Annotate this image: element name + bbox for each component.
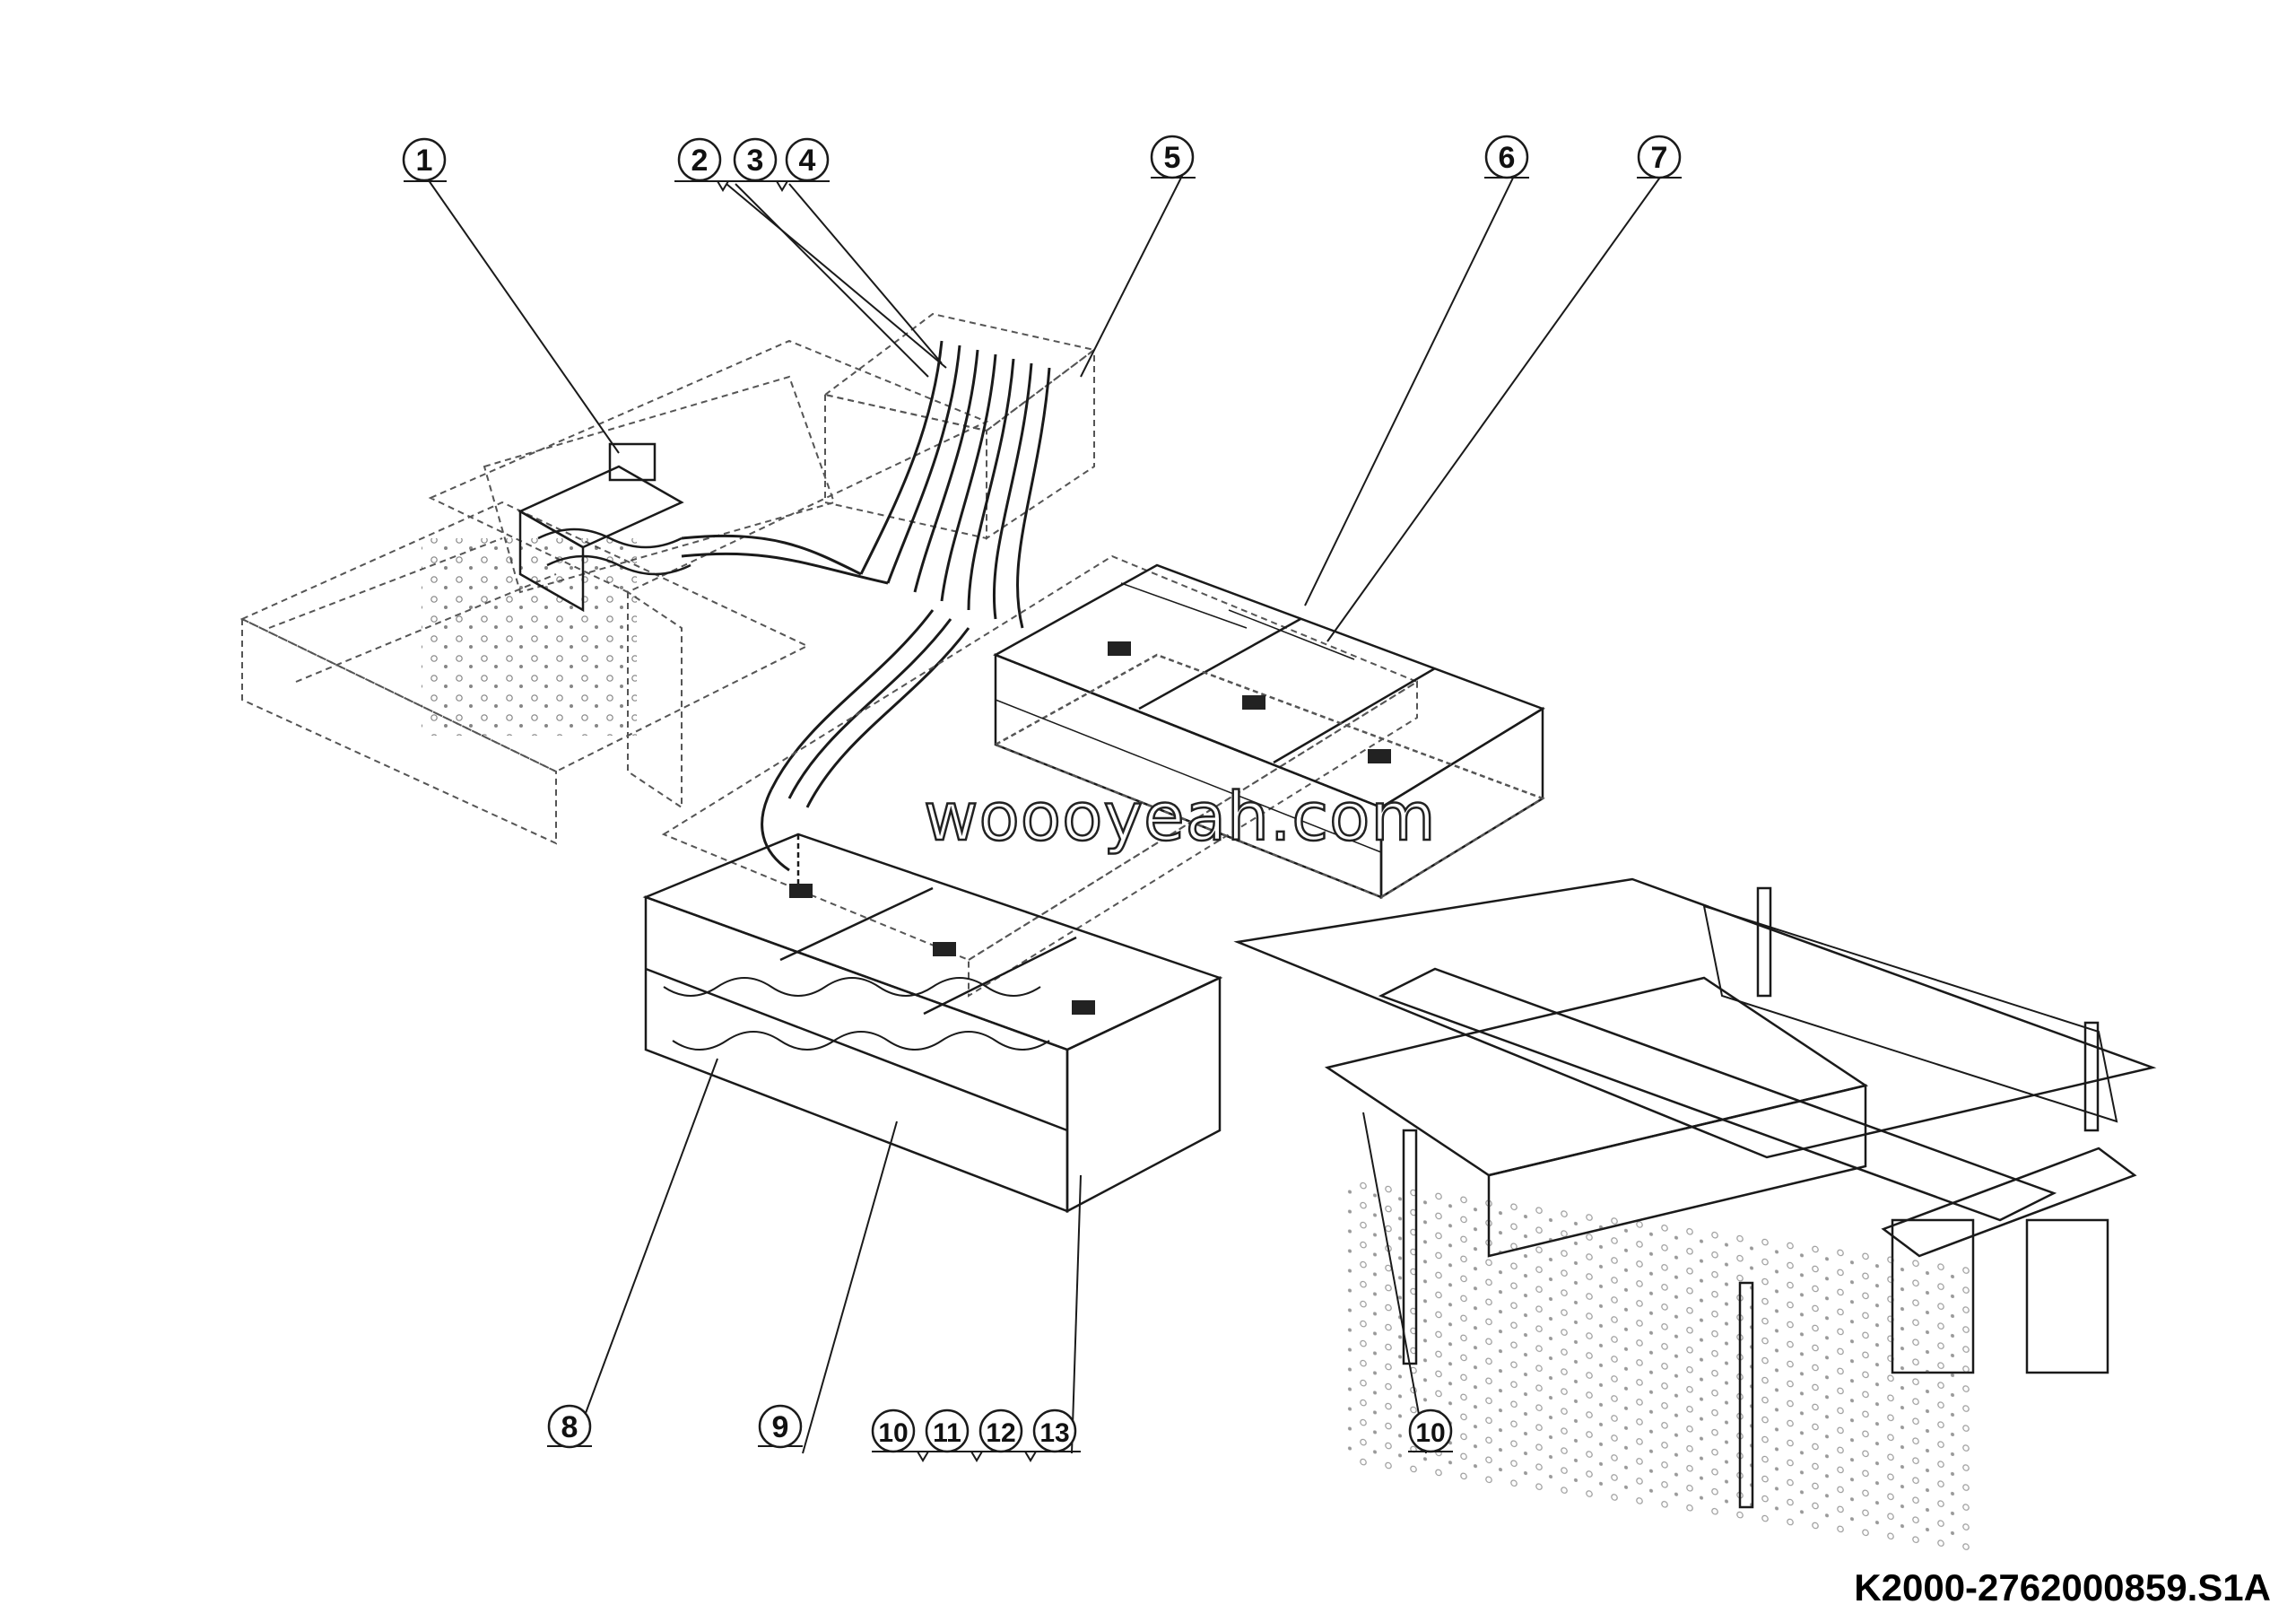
front-controller-unit	[517, 442, 691, 613]
callout-7: 7	[1651, 141, 1668, 175]
rear-frame-holes	[1345, 1175, 1973, 1552]
rear-battery-labels	[1108, 641, 1391, 763]
upper-junction-box	[822, 312, 1097, 540]
rear-battery-pack	[993, 563, 1545, 900]
callout-9: 9	[772, 1410, 789, 1444]
callout-10-group: 10	[878, 1418, 908, 1448]
callout-1: 1	[416, 144, 433, 178]
callout-13: 13	[1039, 1418, 1069, 1448]
callout-5: 5	[1164, 141, 1181, 175]
leader-lines	[423, 171, 1665, 1454]
callout-4: 4	[799, 144, 816, 178]
callout-circles	[402, 135, 1682, 1453]
callout-12: 12	[986, 1418, 1015, 1448]
watermark-text: woooyeah.com	[923, 778, 1437, 858]
callout-8: 8	[561, 1410, 578, 1444]
callout-3: 3	[747, 144, 764, 178]
front-battery-pack	[642, 833, 1223, 1214]
drawing-number: K2000-2762000859.S1A	[1854, 1566, 2271, 1609]
callout-labels: 1 2 3 4 5 6 7 8 9 10 11 12 13 10	[416, 141, 1668, 1448]
front-battery-labels	[789, 884, 1095, 1015]
callout-10: 10	[1415, 1418, 1445, 1448]
callout-2: 2	[691, 144, 709, 178]
front-frame-holes	[422, 538, 637, 736]
callout-6: 6	[1499, 141, 1516, 175]
callout-11: 11	[933, 1418, 961, 1448]
junction-cable-bundle	[681, 340, 1051, 872]
middle-chassis-plate	[661, 554, 1420, 998]
